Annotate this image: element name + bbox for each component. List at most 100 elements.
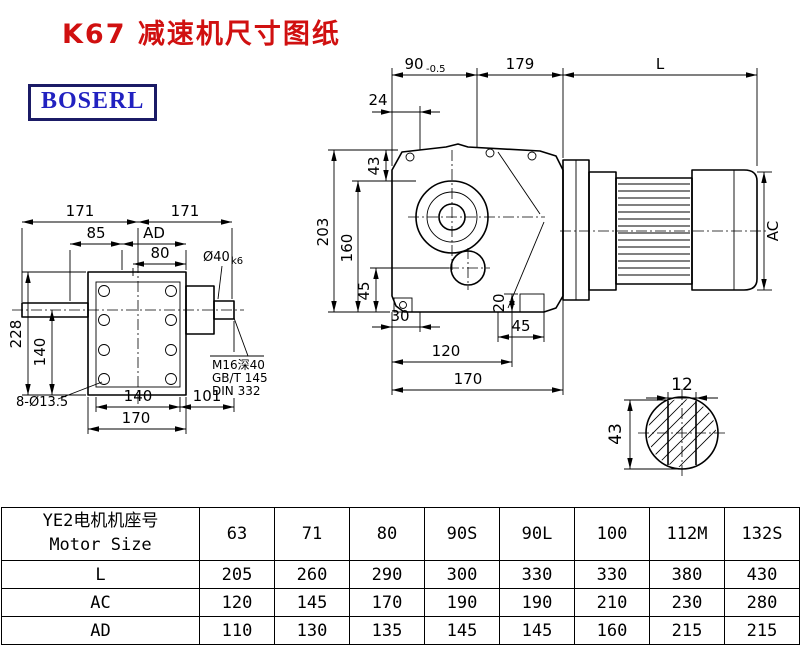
- side-body-outline: [87, 271, 187, 396]
- shaft-hatching: [648, 399, 716, 467]
- table-row-AC: AC 120 145 170 190 190 210 230 280: [1, 588, 800, 617]
- front-view: 90 -0.5 179 L 24 203 160 43 45: [314, 55, 782, 395]
- page-title: K67 减速机尺寸图纸: [62, 19, 341, 50]
- dim-140-bottom-label: 140: [124, 387, 153, 405]
- housing-rib: [507, 221, 545, 309]
- table-cell: 145: [499, 616, 575, 645]
- header-label-cn: YE2电机机座号: [42, 511, 159, 532]
- table-cell: 130: [274, 616, 350, 645]
- dim-170-front-label: 170: [454, 370, 483, 388]
- dim-30-label: 30: [390, 307, 409, 325]
- table-cell: 330: [499, 560, 575, 589]
- table-cell: 110: [199, 616, 275, 645]
- motor: [560, 159, 768, 301]
- table-header-row: YE2电机机座号 Motor Size 63 71 80 90S 90L 100…: [1, 507, 800, 561]
- dim-179-label: 179: [506, 55, 535, 73]
- dim-203-label: 203: [314, 218, 332, 247]
- side-view: 171 171 85 AD 80 228 140: [7, 202, 268, 434]
- dim-43-shaft-label: 43: [606, 423, 626, 445]
- brand-logo: BOSERL: [28, 84, 158, 121]
- table-cell: 290: [349, 560, 425, 589]
- dim-101-label: 101: [193, 387, 222, 405]
- housing-bolt-hole: [527, 151, 537, 161]
- side-view-dimensions: 171 171 85 AD 80 228 140: [7, 202, 268, 434]
- dim-228-label: 228: [7, 320, 25, 349]
- table-cell: 215: [724, 616, 800, 645]
- dim-90-label: 90: [404, 55, 423, 73]
- mounting-bolt-holes: [98, 285, 177, 385]
- dim-90-tolerance-label: -0.5: [426, 64, 446, 75]
- housing-details: [393, 148, 545, 313]
- table-cell: 135: [349, 616, 425, 645]
- shaft-diameter-tolerance: k6: [231, 256, 243, 267]
- size-col-header: 90L: [499, 507, 575, 561]
- table-cell: 230: [649, 588, 725, 617]
- table-cell: 120: [199, 588, 275, 617]
- foot-pad-left: [393, 297, 413, 313]
- bolt-note-leader: [57, 381, 103, 400]
- table-cell: 170: [349, 588, 425, 617]
- shaft-dia-leader: [217, 265, 223, 300]
- table-cell: 215: [649, 616, 725, 645]
- row-label: L: [1, 560, 200, 589]
- dim-45-left-label: 45: [355, 281, 373, 300]
- thread-note-line2: GB/T 145: [212, 371, 268, 385]
- foot-pad-right: [519, 293, 545, 313]
- table-cell: 280: [724, 588, 800, 617]
- motor-fan-cover: [691, 169, 758, 291]
- row-label: AD: [1, 616, 200, 645]
- dim-171-left-label: 171: [66, 202, 95, 220]
- dim-L-label: L: [656, 55, 665, 73]
- shaft-section-dimensions: 12 43: [606, 375, 718, 470]
- thread-note-line3: DIN 332: [212, 384, 260, 398]
- housing-rib: [497, 151, 541, 215]
- shaft-section-view: 12 43: [606, 375, 728, 479]
- motor-size-header-cell: YE2电机机座号 Motor Size: [1, 507, 200, 561]
- dim-160-label: 160: [338, 234, 356, 263]
- thread-note-leader: [233, 317, 249, 357]
- size-col-header: 132S: [724, 507, 800, 561]
- table-cell: 260: [274, 560, 350, 589]
- table-cell: 300: [424, 560, 500, 589]
- bolt-hole-note: 8-Ø13.5: [16, 395, 68, 410]
- dim-85-label: 85: [86, 224, 105, 242]
- shaft-diameter-label: Ø40: [203, 250, 230, 265]
- motor-size-table: YE2电机机座号 Motor Size 63 71 80 90S 90L 100…: [1, 507, 800, 645]
- dim-AD-label: AD: [143, 224, 165, 242]
- table-cell: 145: [274, 588, 350, 617]
- header-label-en: Motor Size: [49, 535, 152, 555]
- size-col-header: 63: [199, 507, 275, 561]
- table-cell: 210: [574, 588, 650, 617]
- dim-12-label: 12: [671, 375, 693, 395]
- housing-bolt-hole: [405, 152, 415, 162]
- table-cell: 145: [424, 616, 500, 645]
- table-cell: 160: [574, 616, 650, 645]
- table-cell: 380: [649, 560, 725, 589]
- dim-AC-label: AC: [764, 221, 782, 241]
- dim-171-right-label: 171: [171, 202, 200, 220]
- size-col-header: 100: [574, 507, 650, 561]
- table-row-L: L 205 260 290 300 330 330 380 430: [1, 560, 800, 589]
- dim-120-label: 120: [432, 342, 461, 360]
- table-row-AD: AD 110 130 135 145 145 160 215 215: [1, 616, 800, 645]
- table-cell: 430: [724, 560, 800, 589]
- table-cell: 205: [199, 560, 275, 589]
- dim-170-side-label: 170: [122, 409, 151, 427]
- dim-24-label: 24: [368, 91, 387, 109]
- table-cell: 330: [574, 560, 650, 589]
- dim-45-bottom-label: 45: [511, 317, 530, 335]
- motor-fins: [618, 183, 690, 276]
- table-cell: 190: [499, 588, 575, 617]
- dim-140-left-label: 140: [31, 338, 49, 367]
- dimension-drawing: 90 -0.5 179 L 24 203 160 43 45: [7, 55, 782, 479]
- table-cell: 190: [424, 588, 500, 617]
- size-col-header: 112M: [649, 507, 725, 561]
- front-view-dimensions: 90 -0.5 179 L 24 203 160 43 45: [314, 55, 782, 395]
- row-label: AC: [1, 588, 200, 617]
- thread-note-line1: M16深40: [212, 358, 265, 372]
- size-col-header: 71: [274, 507, 350, 561]
- dim-80-label: 80: [150, 244, 169, 262]
- size-col-header: 80: [349, 507, 425, 561]
- dim-43-label: 43: [365, 156, 383, 175]
- foot-hole-left: [399, 301, 407, 309]
